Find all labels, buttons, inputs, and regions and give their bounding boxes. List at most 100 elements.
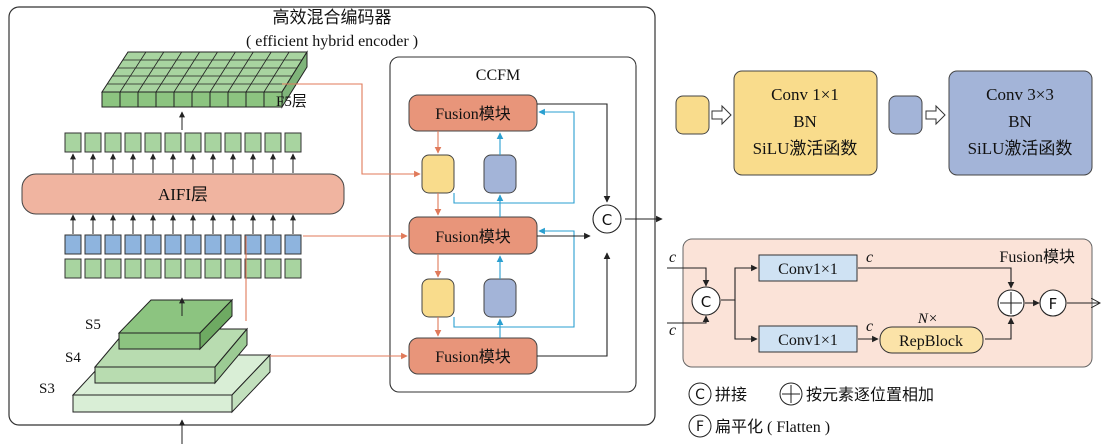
conv-top-box	[758, 254, 858, 282]
yellow-line1: Conv 1×1	[771, 85, 839, 104]
output-token	[264, 132, 282, 153]
encoder-subtitle: ( efficient hybrid encoder )	[246, 33, 418, 50]
position-token	[184, 234, 202, 255]
f5-grid-line	[173, 51, 200, 93]
ccfm-concat-node	[592, 204, 622, 234]
input-token	[264, 258, 282, 279]
fusion-detail-panel: Fusion模块 c c C Conv1×1 Conv1×1 c c N× Re…	[667, 238, 1100, 368]
output-token	[204, 132, 222, 153]
aifi-output-arrows	[70, 153, 296, 173]
legend-add-icon	[779, 382, 803, 406]
detail-concat-node	[691, 286, 721, 316]
blue-line3: SiLU激活函数	[968, 139, 1073, 158]
legend-flatten-symbol: F	[696, 419, 704, 435]
input-token	[64, 258, 82, 279]
f5-front-cell	[173, 91, 193, 108]
position-token	[244, 234, 262, 255]
position-token	[264, 234, 282, 255]
f5-front-cell	[101, 91, 121, 108]
feature-pyramid: S5 S4 S3	[39, 298, 272, 414]
position-token	[224, 234, 242, 255]
input-token	[144, 258, 162, 279]
legend-yellow-block: Conv 1×1 BN SiLU激活函数	[675, 70, 878, 176]
f5-grid-line	[263, 51, 290, 93]
fusion-label-bottom: Fusion模块	[435, 348, 511, 366]
blue-line2: BN	[1008, 112, 1032, 131]
yellow-block-detail	[733, 70, 878, 176]
input-token	[284, 258, 302, 279]
output-token	[164, 132, 182, 153]
yellow-line3: SiLU激活函数	[753, 139, 858, 158]
f5-grid-line	[191, 51, 218, 93]
stage-label-s4: S4	[65, 350, 81, 366]
blue-arrow-icon	[925, 104, 946, 126]
output-token-row	[64, 132, 302, 153]
aifi-label: AIFI层	[158, 185, 208, 204]
f5-front-cell	[155, 91, 175, 108]
input-c-bottom: c	[669, 322, 676, 339]
position-token	[84, 234, 102, 255]
yellow-swatch	[675, 95, 710, 135]
input-token	[204, 258, 222, 279]
f5-grid-line	[155, 51, 183, 93]
encoder-title: 高效混合编码器	[273, 8, 392, 27]
input-token	[164, 258, 182, 279]
f5-grid-line	[119, 51, 147, 93]
input-c-top: c	[669, 249, 676, 266]
repblock-box	[879, 326, 984, 354]
position-token	[124, 234, 142, 255]
ccfm-conv1-block-lower	[421, 278, 455, 318]
legend-concat-symbol: C	[695, 387, 705, 403]
ccfm-panel: CCFM Fusion模块 Fusion模块 Fusion模块	[389, 56, 663, 393]
legend-add-text: 按元素逐位置相加	[806, 386, 934, 404]
input-token-row	[64, 258, 302, 279]
f5-front-cell	[119, 91, 139, 108]
output-token	[104, 132, 122, 153]
f5-feature-grid: F5层	[101, 50, 308, 110]
blue-line1: Conv 3×3	[986, 85, 1054, 104]
input-token	[104, 258, 122, 279]
detail-concat-symbol: C	[701, 293, 711, 311]
f5-front-cell	[245, 91, 265, 108]
symbol-legend: C 拼接 按元素逐位置相加 F 扁平化 ( Flatten )	[688, 382, 934, 438]
repblock-label: RepBlock	[899, 333, 963, 350]
ccfm-frame	[389, 56, 637, 393]
output-token	[144, 132, 162, 153]
yellow-arrow-icon	[711, 104, 732, 126]
ccfm-bottomup-arrows	[453, 108, 575, 338]
position-token	[64, 234, 82, 255]
input-token	[84, 258, 102, 279]
aifi-layer: AIFI层	[21, 173, 345, 215]
ccfm-concat-symbol: C	[602, 211, 612, 229]
channel-c-bottom: c	[866, 318, 873, 335]
output-token	[84, 132, 102, 153]
fusion-detail-title: Fusion模块	[999, 248, 1075, 266]
ccfm-concat-arrows	[537, 103, 663, 357]
input-token	[184, 258, 202, 279]
fusion-detail-arrows	[667, 264, 1100, 343]
stage-s5	[117, 298, 234, 351]
input-token	[224, 258, 242, 279]
conv-bottom-box	[758, 325, 858, 353]
position-token	[204, 234, 222, 255]
output-token	[284, 132, 302, 153]
legend-concat-text: 拼接	[715, 386, 747, 404]
f5-front-cell	[209, 91, 229, 108]
conv-bottom-label: Conv1×1	[778, 332, 838, 349]
output-token	[124, 132, 142, 153]
ccfm-conv1-block-upper	[421, 154, 455, 194]
blue-block-detail	[948, 70, 1093, 176]
output-token	[244, 132, 262, 153]
output-token	[184, 132, 202, 153]
input-token	[124, 258, 142, 279]
elementwise-add-icon	[997, 289, 1025, 317]
position-token	[164, 234, 182, 255]
ccfm-fusion-bottom: Fusion模块	[408, 337, 538, 375]
f5-front-cell	[137, 91, 157, 108]
fusion-label-top: Fusion模块	[435, 105, 511, 123]
legend-concat-icon	[688, 382, 712, 406]
repblock-count: N×	[917, 311, 938, 327]
ccfm-conv3-block-lower	[483, 278, 517, 318]
position-token	[144, 234, 162, 255]
ccfm-fusion-mid: Fusion模块	[408, 216, 538, 255]
